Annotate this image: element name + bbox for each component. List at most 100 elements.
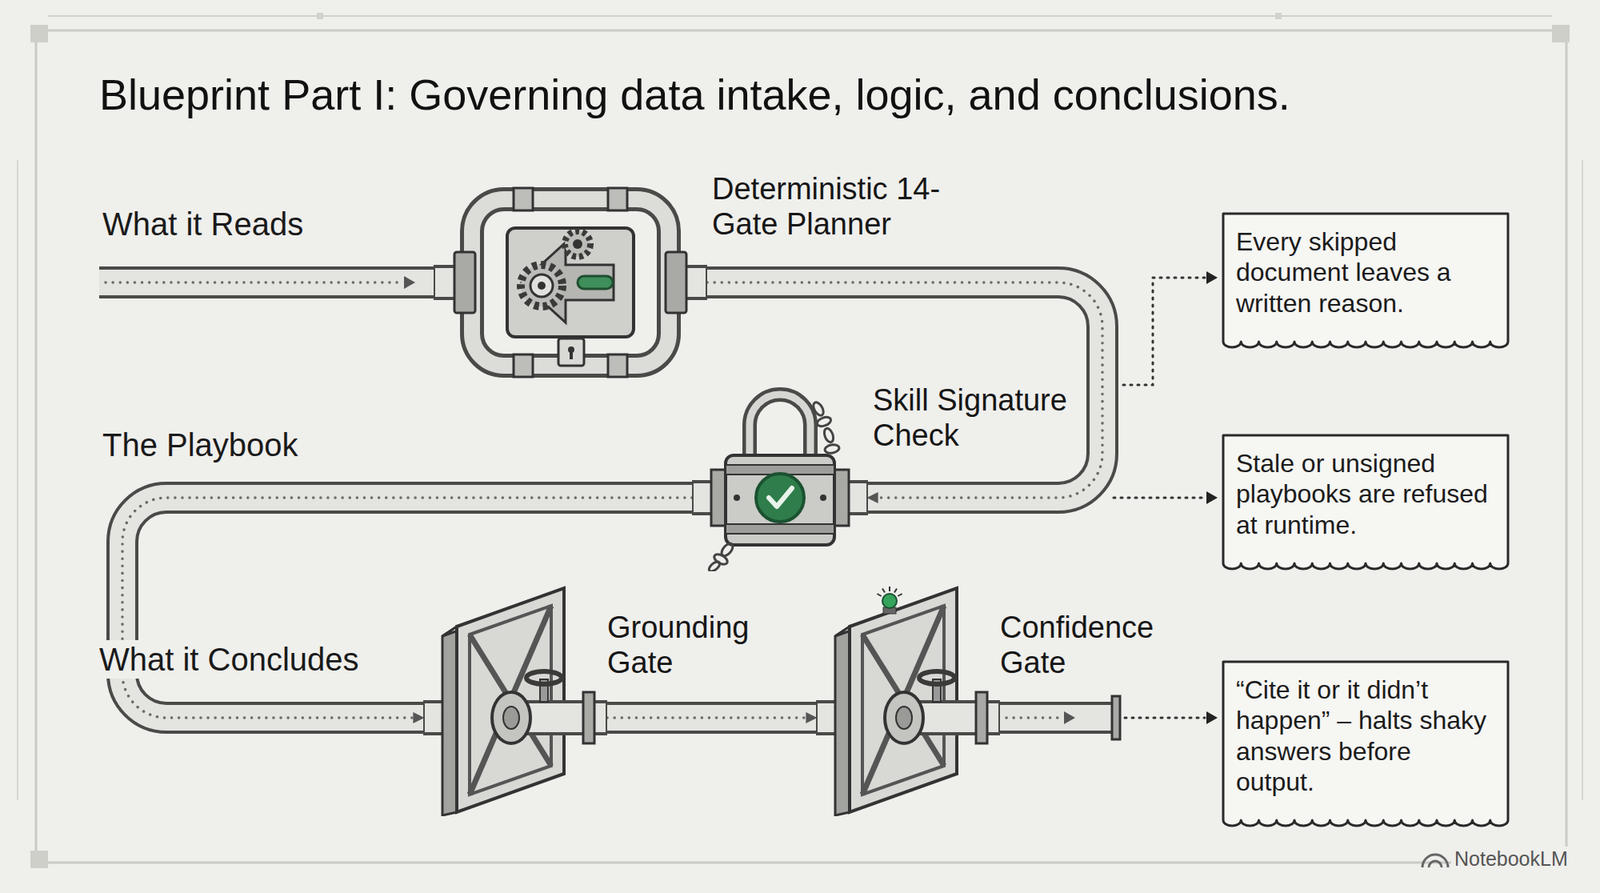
stage-label: Deterministic 14-Gate Planner bbox=[712, 172, 968, 242]
illustration-part bbox=[884, 692, 924, 744]
illustration-part bbox=[530, 274, 553, 297]
illustration-part bbox=[472, 199, 669, 366]
illustration-part bbox=[423, 584, 608, 816]
planner-valve: Deterministic 14-Gate Planner bbox=[433, 181, 708, 383]
illustration-part bbox=[1275, 12, 1282, 20]
illustration-part bbox=[442, 626, 457, 816]
illustration-part bbox=[824, 444, 840, 455]
illustration-part bbox=[768, 488, 792, 507]
illustration-part bbox=[456, 588, 564, 812]
illustration-part bbox=[105, 280, 404, 284]
pipe-body bbox=[122, 497, 692, 718]
note-text: “Cite it or it didn’t happen” – halts sh… bbox=[1221, 660, 1510, 798]
illustration-part bbox=[526, 671, 562, 684]
illustration-part bbox=[1206, 271, 1218, 284]
illustration-part bbox=[711, 469, 726, 526]
icon-holder bbox=[692, 375, 868, 572]
pipe-connector bbox=[122, 497, 692, 718]
illustration-part bbox=[725, 455, 835, 545]
illustration-part bbox=[1581, 160, 1584, 800]
illustration-part bbox=[733, 494, 740, 501]
illustration-part bbox=[608, 354, 628, 377]
note-card: “Cite it or it didn’t happen” – halts sh… bbox=[1221, 660, 1510, 835]
illustration-part bbox=[1552, 24, 1570, 43]
illustration-part bbox=[30, 24, 48, 43]
illustration-part bbox=[976, 692, 988, 744]
illustration-part bbox=[433, 181, 708, 383]
illustration-part bbox=[513, 354, 533, 377]
illustration-part bbox=[1113, 496, 1205, 500]
illustration-part bbox=[583, 692, 595, 744]
illustration-part bbox=[1422, 854, 1448, 868]
pipe-body bbox=[607, 704, 816, 731]
illustration-part bbox=[30, 850, 48, 868]
illustration-part bbox=[816, 584, 1000, 816]
illustration-part bbox=[822, 427, 836, 444]
illustration-part bbox=[888, 586, 891, 592]
illustration-part bbox=[1123, 277, 1205, 385]
stage-label: Confidence Gate bbox=[1000, 610, 1168, 680]
diagram-title: Blueprint Part I: Governing data intake,… bbox=[99, 68, 1291, 121]
illustration-part bbox=[316, 12, 324, 20]
illustration-part bbox=[1112, 696, 1120, 740]
illustration-part bbox=[16, 160, 19, 800]
note-card: Stale or unsigned playbooks are refused … bbox=[1221, 433, 1510, 578]
stage-label: Grounding Gate bbox=[607, 610, 776, 680]
section-label: The Playbook bbox=[99, 425, 302, 464]
illustration-part bbox=[507, 228, 634, 337]
illustration-part bbox=[834, 469, 849, 526]
illustration-part bbox=[1064, 711, 1076, 724]
illustration-part bbox=[472, 199, 669, 366]
icon-holder bbox=[816, 584, 1000, 816]
illustration-part bbox=[572, 239, 583, 249]
illustration-part bbox=[811, 400, 826, 418]
padlock-check: Skill Signature Check bbox=[692, 375, 868, 572]
illustration-part bbox=[882, 593, 897, 608]
illustration-part bbox=[48, 15, 1552, 17]
illustration-part bbox=[1124, 716, 1205, 720]
pipe-wall bbox=[607, 701, 816, 734]
illustration-part bbox=[99, 266, 436, 299]
pipe-connector bbox=[607, 717, 816, 719]
illustration-part bbox=[36, 30, 1567, 863]
note-text: Stale or unsigned playbooks are refused … bbox=[1221, 433, 1510, 540]
illustration-part bbox=[520, 264, 563, 307]
gate-valve: Confidence Gate bbox=[816, 584, 1000, 816]
illustration-part bbox=[513, 188, 533, 211]
note-text: Every skipped document leaves a written … bbox=[1221, 212, 1510, 319]
illustration-part bbox=[1206, 491, 1218, 504]
section-label: What it Concludes bbox=[96, 640, 363, 679]
watermark: NotebookLM bbox=[1451, 846, 1572, 871]
illustration-part bbox=[1006, 716, 1064, 720]
illustration-part bbox=[665, 252, 687, 313]
illustration-part bbox=[577, 276, 613, 289]
illustration-part bbox=[692, 375, 868, 572]
illustration-part bbox=[564, 231, 591, 257]
illustration-part bbox=[876, 593, 881, 596]
illustration-part bbox=[558, 338, 584, 366]
illustration-part bbox=[849, 588, 957, 812]
flow-line bbox=[122, 497, 692, 718]
illustration-part bbox=[835, 626, 850, 816]
note-card: Every skipped document leaves a written … bbox=[1221, 212, 1510, 356]
illustration-part bbox=[707, 560, 721, 572]
illustration-part bbox=[919, 671, 955, 684]
flow-line bbox=[607, 716, 816, 720]
illustration-part bbox=[404, 276, 416, 289]
section-label: What it Reads bbox=[99, 204, 307, 244]
illustration-part bbox=[896, 706, 912, 729]
illustration-part bbox=[997, 701, 1118, 734]
illustration-part bbox=[569, 351, 573, 360]
icon-holder bbox=[423, 584, 608, 816]
pipe-wall bbox=[122, 497, 692, 718]
illustration-part bbox=[816, 415, 832, 428]
illustration-part bbox=[1428, 860, 1442, 868]
illustration-part bbox=[492, 692, 531, 744]
illustration-part bbox=[608, 188, 628, 211]
illustration-part bbox=[725, 524, 835, 534]
illustration-part bbox=[997, 704, 1118, 731]
illustration-part bbox=[820, 494, 827, 501]
illustration-part bbox=[882, 588, 885, 592]
